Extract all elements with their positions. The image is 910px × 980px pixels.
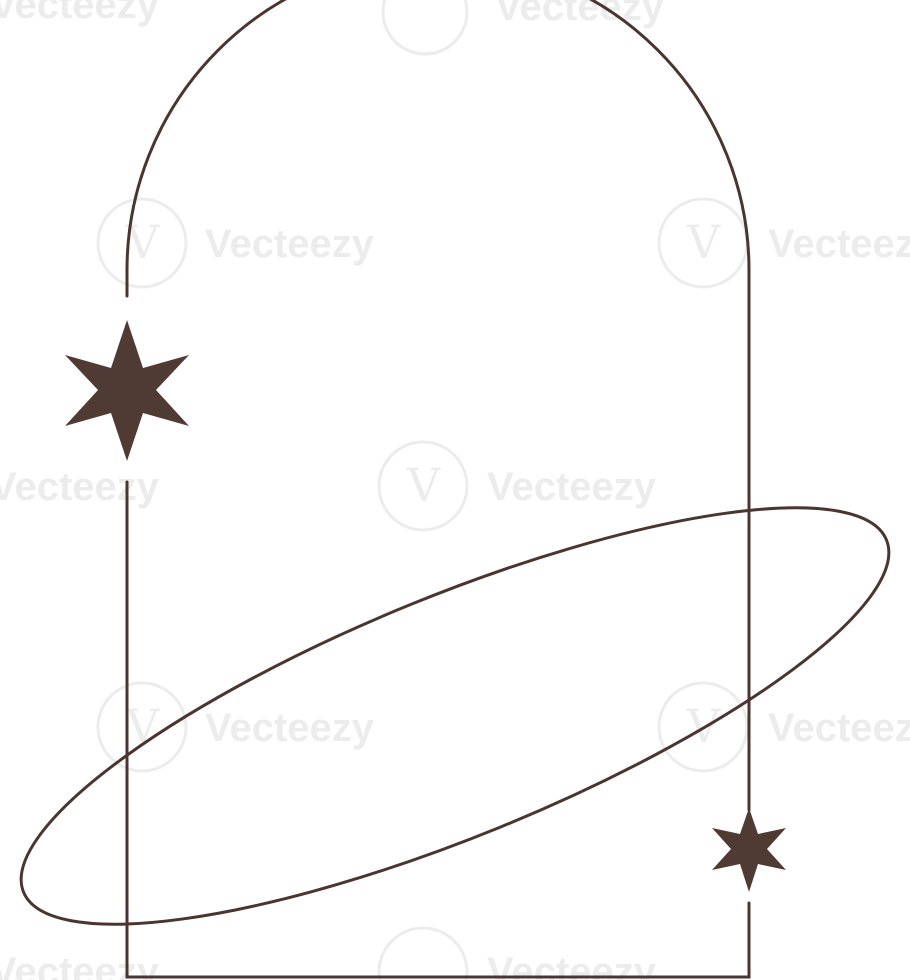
vecteezy-logo-icon: [377, 440, 469, 532]
watermark-top-center: Vecteezy: [381, 0, 665, 56]
svg-text:V: V: [686, 215, 721, 269]
svg-text:V: V: [406, 458, 441, 512]
svg-text:Vecteezy: Vecteezy: [205, 222, 375, 266]
svg-text:Vecteezy: Vecteezy: [487, 465, 657, 509]
large-star-icon: [65, 320, 189, 461]
svg-text:Vecteezy: Vecteezy: [487, 950, 657, 980]
watermark-bottom: Vecteezy Vecteezy: [0, 926, 657, 980]
watermark-row-2-right: V Vecteezy: [657, 197, 910, 289]
vecteezy-logo-icon: [96, 197, 188, 289]
watermark-row-4-left: V Vecteezy: [96, 681, 375, 773]
svg-text:Vecteezy: Vecteezy: [768, 706, 910, 750]
small-star-icon: [712, 808, 786, 892]
svg-text:Vecteezy: Vecteezy: [205, 706, 375, 750]
svg-text:Vecteezy: Vecteezy: [0, 0, 160, 27]
svg-text:V: V: [686, 699, 721, 753]
vecteezy-logo-icon: [96, 681, 188, 773]
svg-text:Vecteezy: Vecteezy: [495, 0, 665, 29]
watermark-row-4-right: V Vecteezy: [657, 681, 910, 773]
watermark-row-3-left: Vecteezy: [0, 465, 160, 509]
watermark-top-left: Vecteezy: [0, 0, 160, 27]
svg-text:Vecteezy: Vecteezy: [768, 222, 910, 266]
svg-text:Vecteezy: Vecteezy: [0, 950, 160, 980]
arch-frame-base: [125, 480, 751, 979]
watermark-row-3-center: V Vecteezy: [377, 440, 657, 532]
svg-text:Vecteezy: Vecteezy: [0, 465, 160, 509]
vecteezy-logo-icon: [657, 681, 749, 773]
arch-frame: [125, 0, 751, 812]
orbit-ellipse: [19, 506, 891, 926]
watermark-row-2-left: V Vecteezy: [96, 197, 375, 289]
